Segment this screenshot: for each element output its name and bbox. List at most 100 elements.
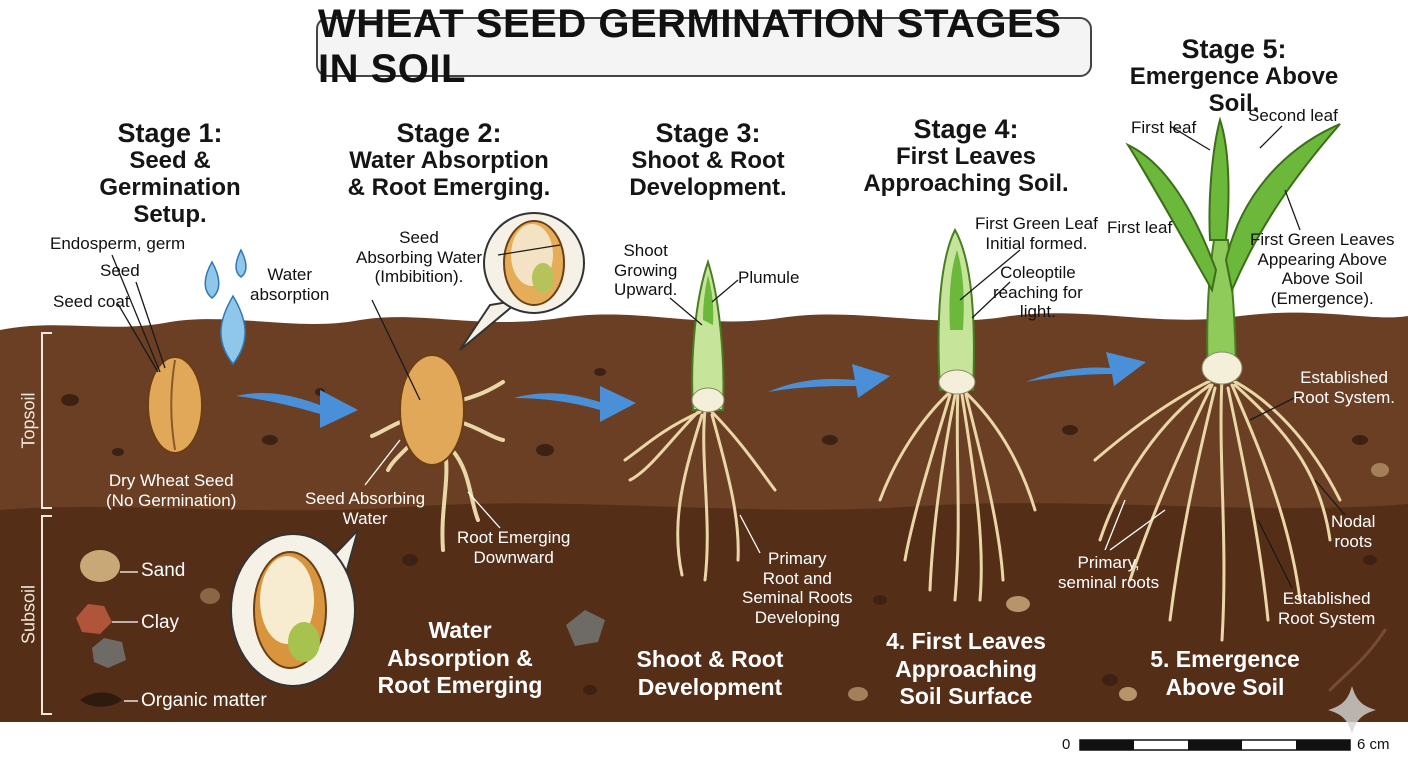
label-water-absorption-line1: Water	[267, 265, 313, 284]
label-first-green-leaves: First Green Leaves Appearing Above Above…	[1250, 230, 1395, 308]
caption-stage5-line2: Above Soil	[1165, 673, 1285, 700]
label-established-root-system-1-line1: Established	[1300, 368, 1388, 387]
stage1-seed	[147, 356, 203, 454]
label-seed: Seed	[100, 261, 140, 280]
label-primary-root: Primary Root and Seminal Roots Developin…	[742, 549, 853, 627]
label-seed-coat: Seed coat	[53, 292, 130, 311]
stage1-title-line1: Seed &	[129, 147, 211, 175]
label-shoot-growing: Shoot Growing Upward.	[614, 241, 677, 300]
legend-sand: Sand	[141, 560, 186, 581]
label-primary-root-line3: Seminal Roots	[742, 588, 853, 608]
stage3-base	[691, 387, 725, 413]
label-primary-seminal-roots-line1: Primary,	[1077, 553, 1140, 572]
label-primary-seminal-roots-line2: seminal roots	[1058, 572, 1160, 592]
stage5-roots	[1093, 376, 1342, 642]
subsoil-zoom-germ	[288, 622, 320, 662]
legend-leaders	[112, 571, 138, 702]
label-primary-root-line1: Primary	[768, 549, 827, 568]
leader-lines-white	[364, 439, 1166, 554]
label-first-leaf-top: First leaf	[1131, 118, 1197, 137]
label-primary-root-line4: Developing	[754, 607, 840, 627]
label-first-green-leaf-line1: First Green Leaf	[975, 214, 1098, 233]
stage3-title-line1: Shoot & Root	[631, 147, 785, 175]
stage4-first-leaf	[949, 250, 964, 330]
label-established-root-system-1-line2: Root System.	[1293, 387, 1396, 407]
label-shoot-growing-line1: Shoot	[623, 241, 668, 260]
caption-stage4: 4. First Leaves Approaching Soil Surface	[868, 628, 1064, 711]
stage2-title-line1: Water Absorption	[349, 147, 549, 175]
stage1-seed-crease	[170, 359, 176, 451]
label-primary-seminal-roots: Primary, seminal roots	[1058, 553, 1159, 592]
label-first-green-leaves-line1: First Green Leaves	[1250, 230, 1395, 249]
subsoil-label: Subsoil	[18, 584, 39, 645]
stage5-base	[1201, 351, 1243, 385]
clay-swatch	[76, 604, 112, 634]
stage4-roots	[878, 388, 1037, 602]
scale-end-label: 6 cm	[1357, 736, 1390, 753]
stage5-number: Stage 5:	[1181, 34, 1287, 64]
label-first-green-leaves-line4: (Emergence).	[1270, 288, 1374, 308]
stage4-number: Stage 4:	[913, 114, 1019, 144]
stage3-heading: Stage 3: Shoot & Root Development.	[610, 118, 806, 202]
label-first-leaf-side: First leaf	[1107, 218, 1173, 237]
sand-swatch	[80, 550, 120, 582]
label-seed-absorbing-water-2-line2: Water	[342, 508, 388, 528]
label-seed-absorbing-water-2-line1: Seed Absorbing	[305, 489, 426, 508]
stage3-title-line2: Development.	[629, 174, 787, 202]
stage4-title-line2: Approaching Soil.	[863, 170, 1069, 198]
label-first-green-leaves-line2: Appearing Above	[1257, 249, 1388, 269]
soil-stones	[200, 463, 1389, 701]
topsoil-label: Topsoil	[18, 392, 39, 449]
water-drops	[204, 248, 247, 366]
flow-arrows	[236, 352, 1146, 428]
legend-clay: Clay	[141, 612, 180, 633]
label-first-green-leaf: First Green Leaf Initial formed.	[975, 214, 1098, 253]
label-root-emerging: Root Emerging Downward	[457, 528, 570, 567]
label-established-root-system-2-line1: Established	[1282, 589, 1371, 608]
label-seed-absorbing-water-line1: Seed	[399, 228, 439, 247]
label-nodal-roots-line2: roots	[1334, 531, 1373, 551]
page-title: WHEAT SEED GERMINATION STAGES IN SOIL	[316, 2, 1092, 91]
label-seed-absorbing-water-line2: Absorbing Water	[356, 247, 482, 267]
leader-lines	[111, 125, 1346, 589]
stage4-heading: Stage 4: First Leaves Approaching Soil.	[855, 114, 1077, 198]
label-first-green-leaf-line2: Initial formed.	[985, 233, 1088, 253]
stage3-number: Stage 3:	[655, 118, 761, 148]
label-coleoptile-line2: reaching for	[993, 282, 1083, 302]
stage3-plumule	[703, 275, 714, 325]
label-water-absorption-line2: absorption	[250, 284, 330, 304]
caption-stage2-line1: Water	[428, 617, 492, 643]
label-shoot-growing-line2: Growing	[614, 260, 678, 280]
subsoil-bracket	[41, 515, 52, 715]
worm-1	[1328, 628, 1387, 692]
label-established-root-system-2: Established Root System	[1278, 589, 1375, 628]
caption-stage2: Water Absorption & Root Emerging	[365, 617, 555, 700]
label-plumule: Plumule	[738, 268, 800, 287]
caption-stage4-line2: Approaching	[895, 655, 1037, 682]
label-primary-root-line2: Root and	[762, 568, 832, 588]
label-dry-wheat-seed-line1: Dry Wheat Seed	[108, 471, 234, 490]
organic-matter-swatch	[80, 692, 122, 707]
subsoil-zoom-endosperm	[260, 556, 314, 644]
label-root-emerging-line1: Root Emerging	[457, 528, 571, 547]
label-endosperm-germ: Endosperm, germ	[50, 234, 186, 253]
clay-swatch-2	[92, 638, 126, 668]
caption-stage3-line2: Development	[637, 673, 783, 700]
stage4-base	[938, 369, 976, 395]
caption-stage5: 5. Emergence Above Soil	[1130, 646, 1320, 701]
caption-stage4-line1: 4. First Leaves	[886, 628, 1046, 654]
stage3-roots	[623, 408, 777, 582]
caption-stage2-line2: Absorption &	[387, 644, 533, 671]
label-root-emerging-line2: Downward	[473, 547, 554, 567]
label-dry-wheat-seed: Dry Wheat Seed (No Germination)	[106, 471, 236, 510]
caption-stage5-line1: 5. Emergence	[1150, 646, 1300, 672]
caption-stage4-line3: Soil Surface	[899, 683, 1033, 710]
subsoil-band	[0, 503, 1408, 722]
label-second-leaf: Second leaf	[1248, 106, 1338, 125]
stage4-title-line1: First Leaves	[895, 143, 1037, 171]
sparkle-icon	[1328, 686, 1376, 734]
label-shoot-growing-line3: Upward.	[614, 280, 678, 300]
stage5-left-leaf	[1125, 142, 1218, 293]
label-coleoptile-line1: Coleoptile	[1000, 263, 1076, 282]
